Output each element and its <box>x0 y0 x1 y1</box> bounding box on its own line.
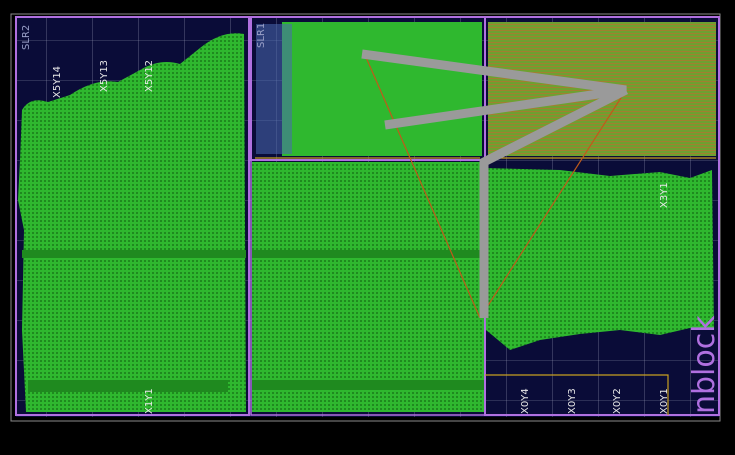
clock-region-label: X0Y1 <box>659 388 670 414</box>
slr-label-slr1: SLR1 <box>256 23 267 48</box>
clock-region-label: X5Y12 <box>144 60 155 92</box>
clock-region-label: X0Y2 <box>612 388 623 414</box>
placed-cells <box>18 22 716 412</box>
clock-region-label: X5Y14 <box>52 66 63 98</box>
slr2-region[interactable] <box>15 16 250 416</box>
routing-path[interactable] <box>361 49 629 318</box>
pblock-watermark: nblock <box>687 315 722 414</box>
clock-region-label: X1Y1 <box>144 388 155 414</box>
clock-region-label: X5Y13 <box>99 60 110 92</box>
clock-region-label: X3Y1 <box>659 182 670 208</box>
clock-region-label: X0Y4 <box>520 388 531 414</box>
slr-label-slr2: SLR2 <box>21 25 32 50</box>
net-flylines <box>364 54 627 319</box>
clock-region-label: X0Y3 <box>567 388 578 414</box>
pblock-outline[interactable] <box>255 157 716 415</box>
